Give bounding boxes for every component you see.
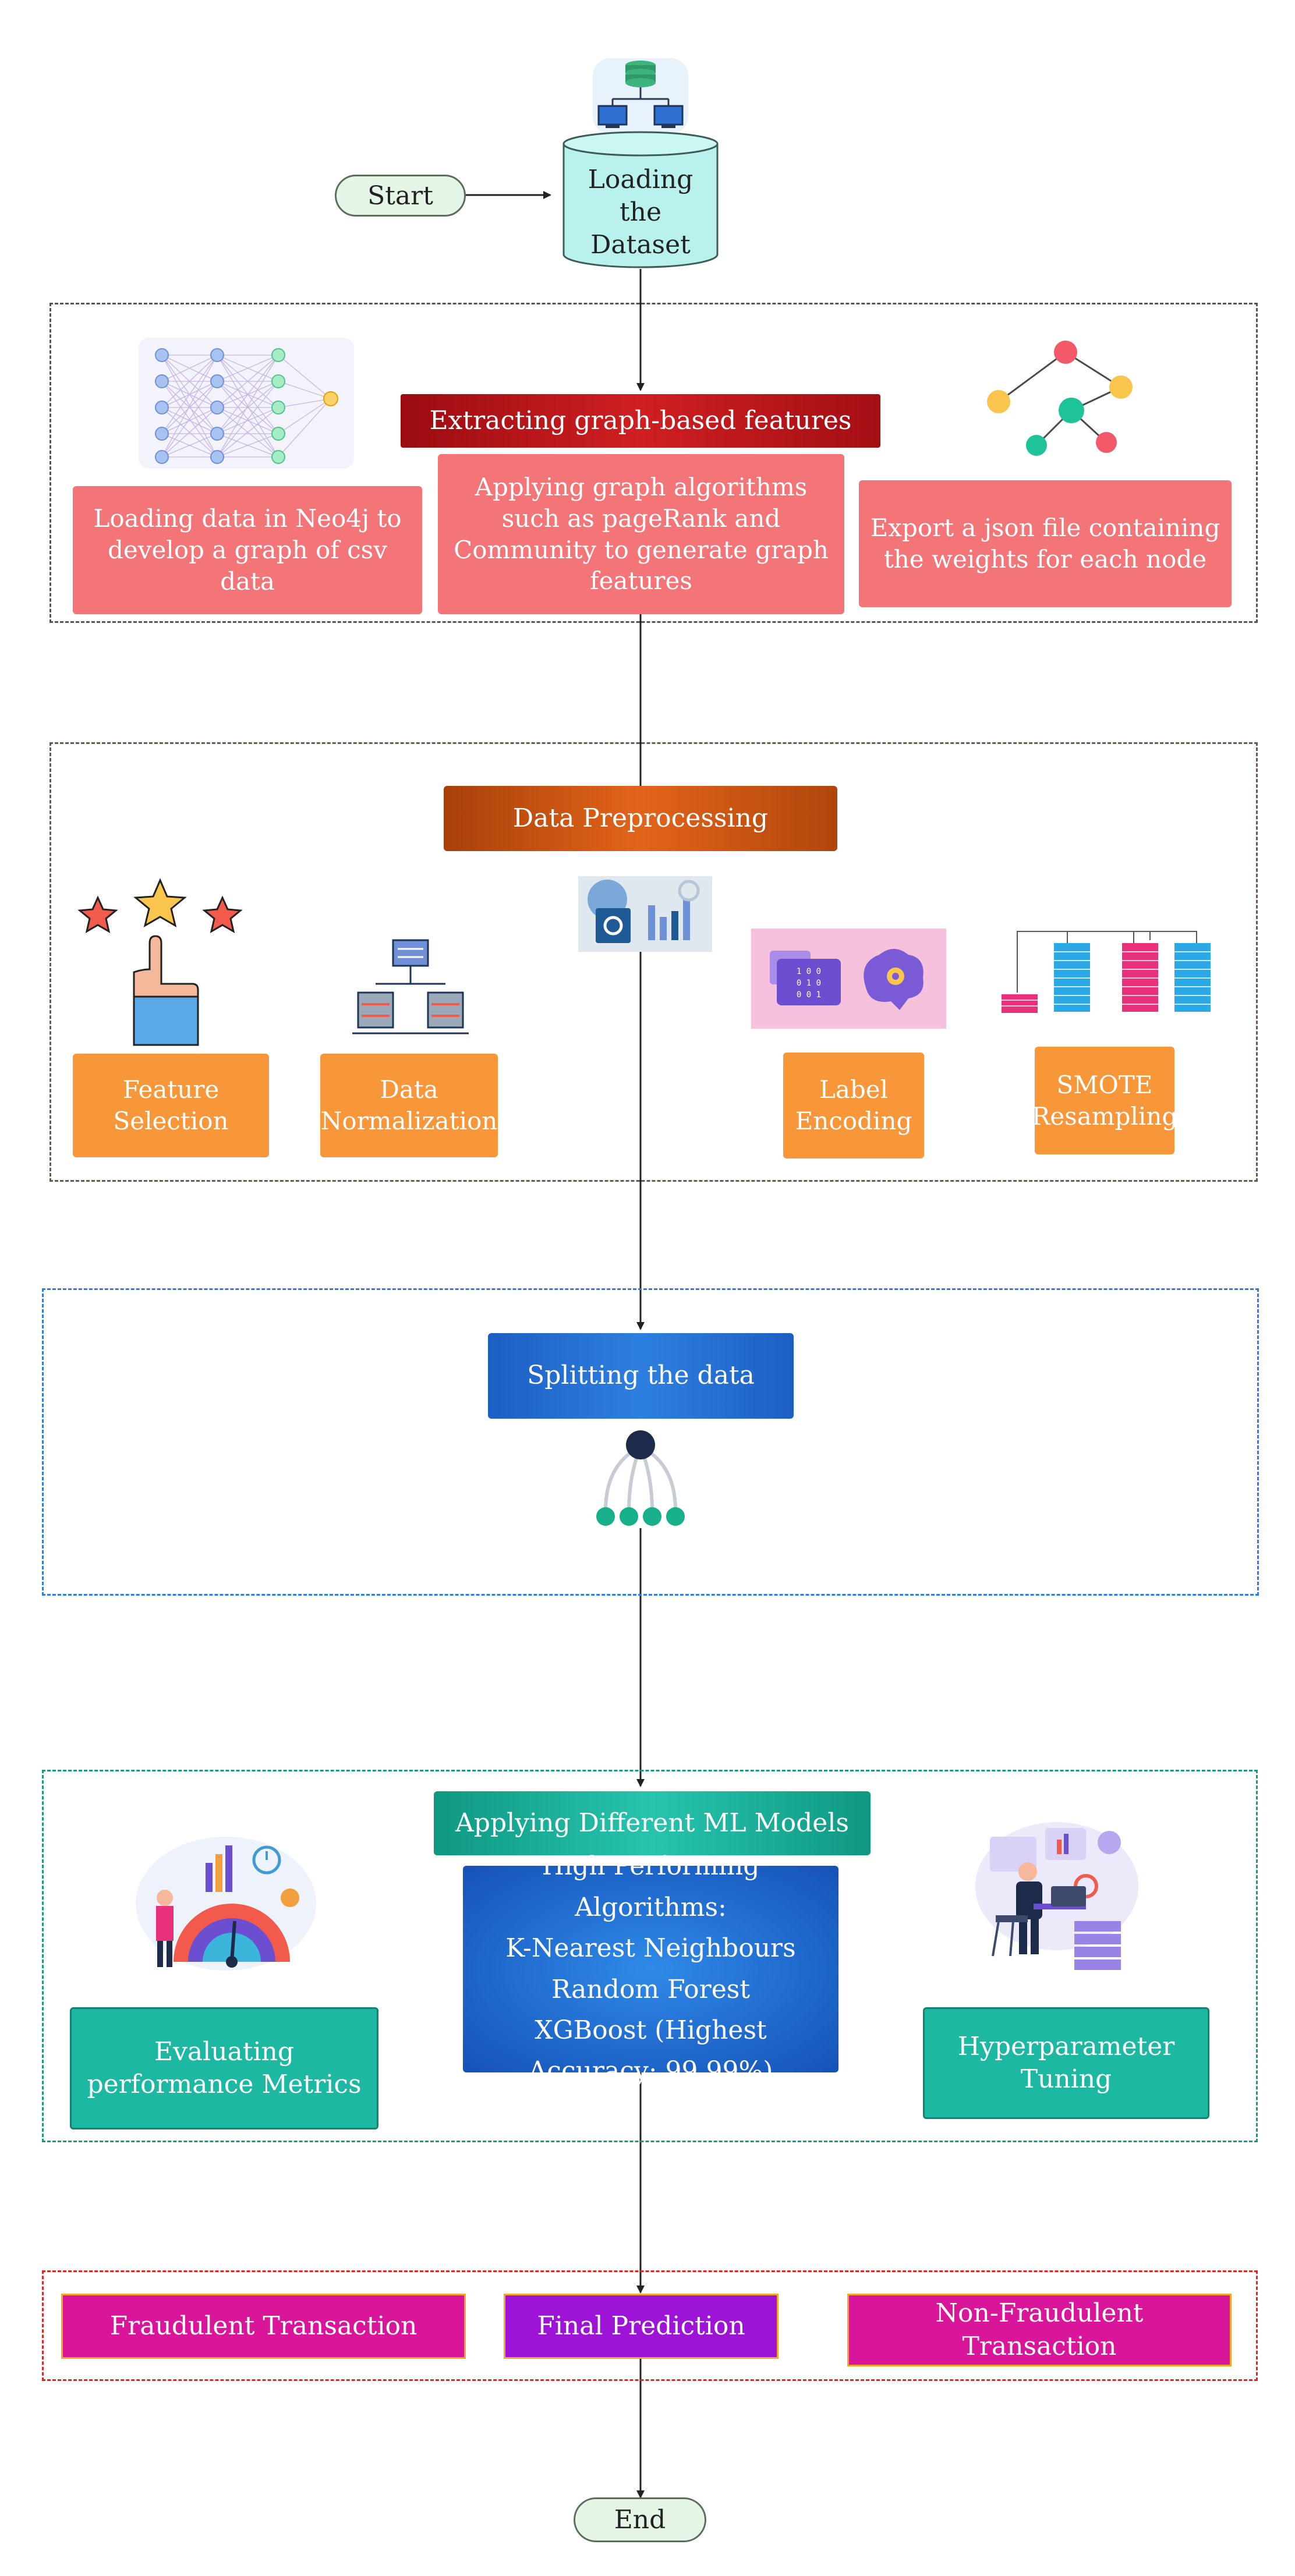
dataset-label: Loading the Dataset	[588, 164, 694, 260]
fraudulent-outcome: Fraudulent Transaction	[61, 2294, 466, 2359]
split-tree-icon	[596, 1430, 685, 1526]
hyperparameter-tuning-step: Hyperparameter Tuning	[923, 2007, 1209, 2119]
algorithms-heading: High Performing Algorithms:	[542, 1851, 760, 1922]
preprocessing-section	[49, 742, 1258, 1182]
splitting-section	[42, 1288, 1259, 1596]
smote-step: SMOTE Resampling	[1032, 1047, 1177, 1154]
graph-algorithms-step: Applying graph algorithms such as pageRa…	[438, 454, 844, 614]
end-node: End	[574, 2497, 706, 2542]
server-rack-icon	[352, 939, 469, 1034]
graph-nodes-icon	[987, 341, 1133, 456]
final-prediction-step: Final Prediction	[504, 2294, 779, 2359]
ml-models-section	[42, 1770, 1258, 2142]
start-node: Start	[335, 175, 466, 217]
svg-text:0 0 1: 0 0 1	[797, 990, 821, 1000]
neural-network-icon	[139, 338, 354, 469]
ml-models-title: Applying Different ML Models	[434, 1791, 871, 1855]
preprocessing-title: Data Preprocessing	[444, 786, 837, 851]
export-json-step: Export a json file containing the weight…	[859, 480, 1232, 607]
svg-text:0 1 0: 0 1 0	[797, 979, 821, 988]
performance-gauge-icon	[136, 1837, 316, 1971]
feature-selection-step: Feature Selection	[73, 1054, 269, 1157]
algorithms-panel: High Performing Algorithms: K-Nearest Ne…	[463, 1851, 838, 2086]
evaluation-metrics-step: Evaluating performance Metrics	[70, 2007, 378, 2129]
analyst-laptop-icon	[975, 1822, 1138, 1970]
prediction-section	[42, 2270, 1258, 2381]
svg-text:1 0 0: 1 0 0	[797, 967, 821, 976]
graph-features-section	[49, 303, 1258, 623]
splitting-title: Splitting the data	[488, 1333, 794, 1419]
algorithm-knn: K-Nearest Neighbours	[505, 1933, 796, 1964]
gear-dashboard-icon	[578, 876, 712, 952]
algorithm-random-forest: Random Forest	[551, 1974, 751, 2004]
algorithm-xgboost: XGBoost (Highest Accuracy: 99.99%)	[528, 2015, 773, 2086]
brain-binary-icon: 1 0 0 0 1 0 0 0 1	[751, 929, 946, 1029]
dataset-cylinder	[562, 131, 719, 268]
bar-resampling-icon	[1002, 931, 1211, 1013]
label-encoding-step: Label Encoding	[783, 1053, 924, 1158]
data-normalization-step: Data Normalization	[320, 1054, 498, 1157]
database-network-icon	[593, 58, 688, 134]
graph-features-title: Extracting graph-based features	[401, 394, 880, 448]
non-fraudulent-outcome: Non-Fraudulent Transaction	[847, 2294, 1232, 2366]
stars-thumb-icon	[77, 878, 243, 1046]
neo4j-step: Loading data in Neo4j to develop a graph…	[73, 486, 422, 614]
